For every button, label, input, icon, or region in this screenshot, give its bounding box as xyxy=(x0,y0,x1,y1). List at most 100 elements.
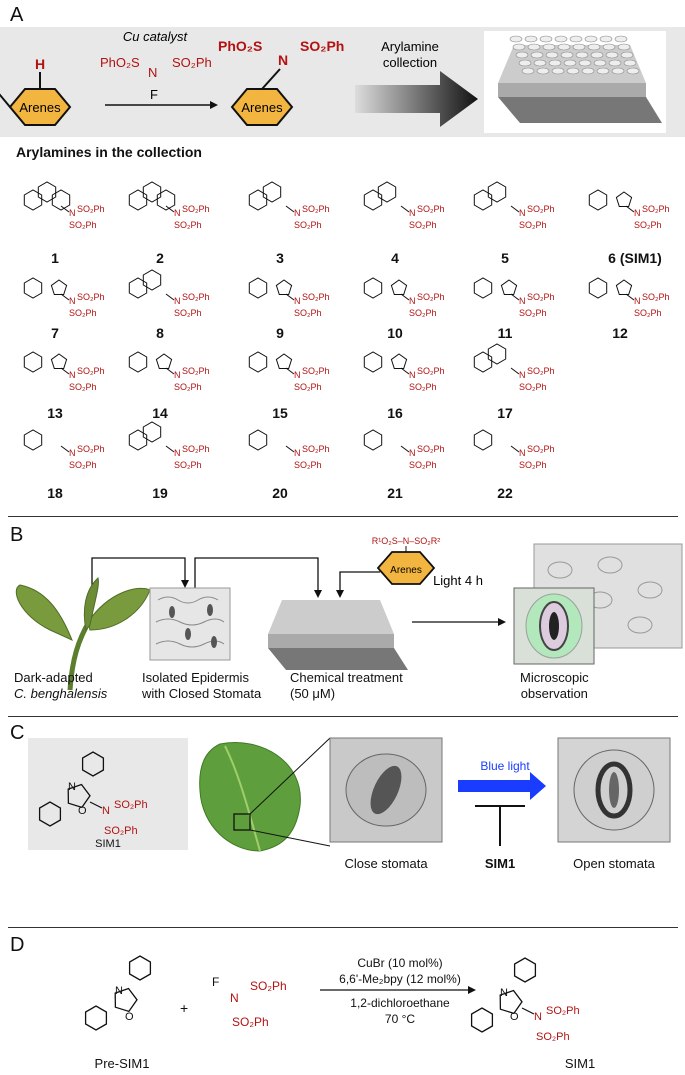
compound-number-6: 6 (SIM1) xyxy=(608,250,662,266)
well xyxy=(578,59,592,67)
well xyxy=(581,67,595,75)
compound-number-12: 12 xyxy=(612,325,628,341)
well xyxy=(623,59,637,67)
ring-5 xyxy=(390,279,408,295)
ring xyxy=(23,189,43,211)
compound-number-8: 8 xyxy=(156,325,164,341)
ring xyxy=(473,351,493,373)
ring xyxy=(51,189,71,211)
bond xyxy=(165,205,175,213)
well xyxy=(608,59,622,67)
ring-5 xyxy=(50,353,68,369)
compound-number-20: 20 xyxy=(272,485,288,501)
so2ph-bottom-4: SO₂Ph xyxy=(409,220,437,230)
so2ph-top-7: SO₂Ph xyxy=(77,292,105,302)
condition-1: CuBr (10 mol%) xyxy=(357,956,443,970)
n-atom-17: N xyxy=(519,370,526,380)
so2ph-top-18: SO₂Ph xyxy=(77,444,105,454)
so2ph-top-6: SO₂Ph xyxy=(642,204,670,214)
bond xyxy=(510,205,520,213)
well xyxy=(614,35,628,43)
well xyxy=(545,51,559,59)
svg-text:R¹O₂S–N–SO₂R²: R¹O₂S–N–SO₂R² xyxy=(372,536,441,546)
condition-4: 70 °C xyxy=(384,1012,416,1026)
well xyxy=(536,67,550,75)
well xyxy=(566,67,580,75)
svg-text:Light 4 h: Light 4 h xyxy=(433,573,483,588)
so2ph-top: SO₂Ph xyxy=(114,799,148,811)
so2ph-bottom: SO₂Ph xyxy=(104,825,138,837)
so2ph-top-10: SO₂Ph xyxy=(417,292,445,302)
so2ph-bottom-8: SO₂Ph xyxy=(174,308,202,318)
ring xyxy=(363,429,383,451)
phenyl-ring-top xyxy=(128,955,152,981)
sim1-product-label: SIM1 xyxy=(564,1056,596,1071)
epidermis-image xyxy=(149,587,231,661)
ring xyxy=(248,277,268,299)
panel-c-leaf-stomata: Blue light xyxy=(199,737,671,852)
ring-5 xyxy=(50,279,68,295)
n-atom-3: N xyxy=(294,208,301,218)
condition-3: 1,2-dichloroethane xyxy=(350,996,450,1010)
arene-h: H xyxy=(35,56,45,72)
inhibitor-label: SIM1 xyxy=(484,856,516,871)
pre-sim1-label: Pre-SIM1 xyxy=(94,1056,150,1071)
bond xyxy=(165,367,175,375)
so2ph-top-1: SO₂Ph xyxy=(77,204,105,214)
so2ph-bottom-5: SO₂Ph xyxy=(519,220,547,230)
compound-number-2: 2 xyxy=(156,250,164,266)
nfsi-f: F xyxy=(212,975,219,989)
bond xyxy=(625,205,635,213)
well xyxy=(593,59,607,67)
oxazole-ring xyxy=(499,989,523,1015)
ring xyxy=(128,189,148,211)
reaction-arrowhead-d xyxy=(468,986,476,994)
oxazole-n: N xyxy=(68,781,76,793)
chem-caption: Chemical treatment (50 μM) xyxy=(290,670,403,701)
arene-label-product: Arenes xyxy=(241,100,283,115)
panel-b-workflow: Arenes R¹O₂S–N–SO₂R² Light 4 h xyxy=(15,536,683,691)
so2ph-bottom-19: SO₂Ph xyxy=(174,460,202,470)
ring xyxy=(248,189,268,211)
bond xyxy=(625,293,635,301)
ring xyxy=(473,277,493,299)
compound-number-11: 11 xyxy=(497,325,513,341)
phenyl-ring-left xyxy=(84,1005,108,1031)
so2ph-top-13: SO₂Ph xyxy=(77,366,105,376)
compound-number-10: 10 xyxy=(387,325,403,341)
well xyxy=(605,51,619,59)
so2ph-bottom-17: SO₂Ph xyxy=(519,382,547,392)
svg-text:F: F xyxy=(150,87,158,102)
bond xyxy=(510,445,520,453)
n-atom-7: N xyxy=(69,296,76,306)
so2ph-bottom-16: SO₂Ph xyxy=(409,382,437,392)
so2ph-top-12: SO₂Ph xyxy=(642,292,670,302)
well xyxy=(533,59,547,67)
micro-caption: Microscopic observation xyxy=(520,670,589,701)
ring-5 xyxy=(275,279,293,295)
ring xyxy=(487,343,507,365)
so2ph-bottom-6: SO₂Ph xyxy=(634,220,662,230)
well-plate-cylinders xyxy=(509,35,640,75)
well xyxy=(530,51,544,59)
bond xyxy=(60,367,70,375)
ring xyxy=(588,189,608,211)
so2ph-bottom-1: SO₂Ph xyxy=(69,220,97,230)
ring xyxy=(363,277,383,299)
so2ph-bottom-20: SO₂Ph xyxy=(294,460,322,470)
leaf-image xyxy=(199,742,301,852)
ring xyxy=(262,181,282,203)
blue-light-arrow xyxy=(458,772,546,800)
svg-text:PhO₂S: PhO₂S xyxy=(100,55,140,70)
compound-number-16: 16 xyxy=(387,405,403,421)
